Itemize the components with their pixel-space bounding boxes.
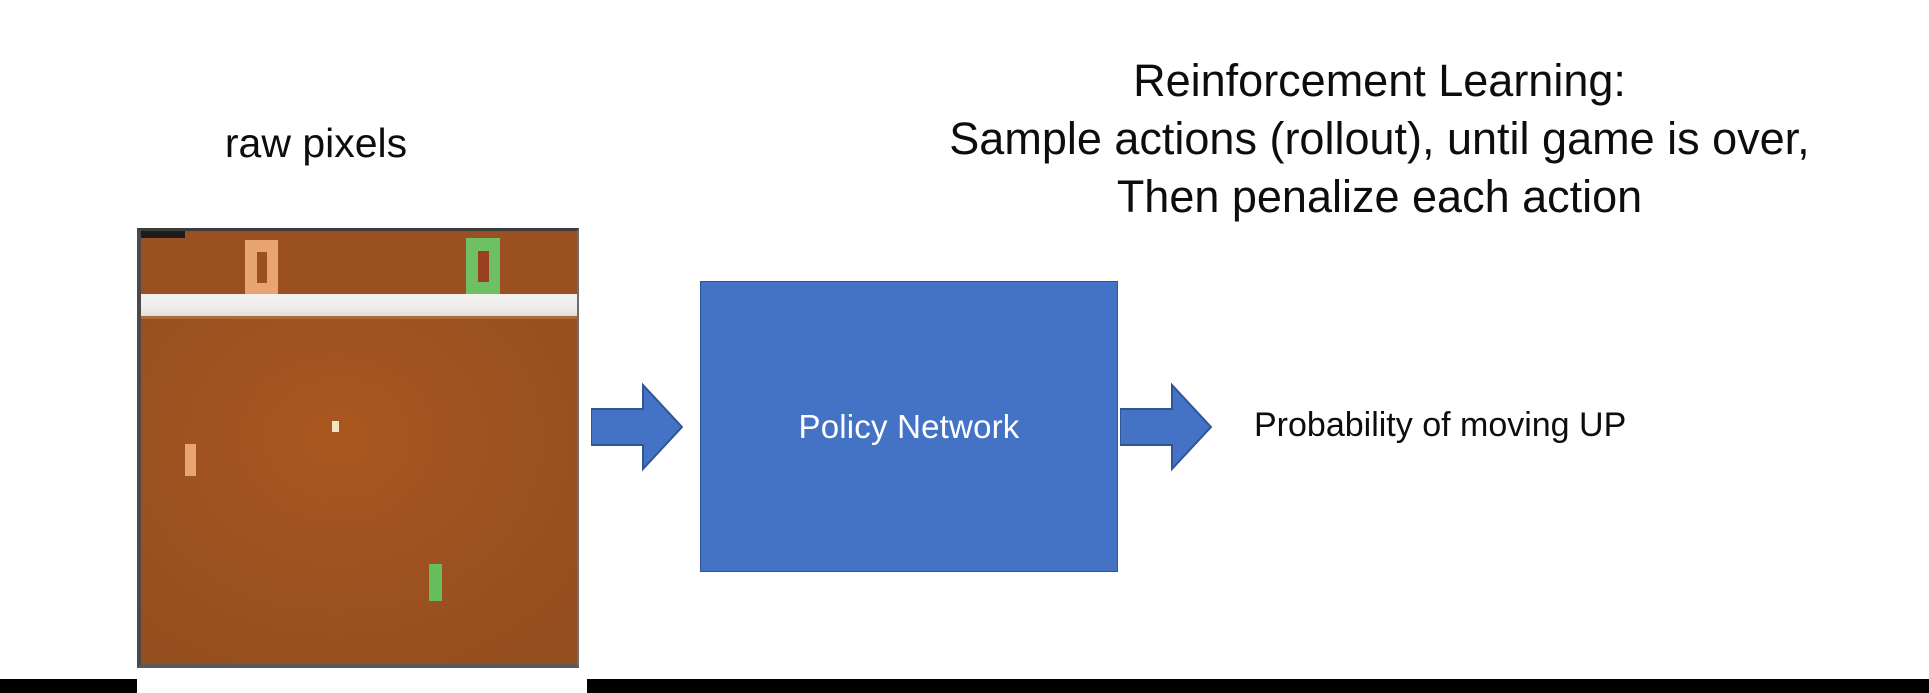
pong-score-left-counter <box>257 252 267 283</box>
pong-score-right-counter <box>478 251 489 282</box>
pong-scoreboard-strip <box>141 231 577 294</box>
pong-score-left <box>245 240 278 294</box>
pong-top-notch <box>141 231 185 238</box>
pong-ball <box>332 421 339 432</box>
policy-network-box[interactable]: Policy Network <box>700 281 1118 572</box>
input-right-arrow-icon <box>591 382 683 472</box>
title-line-3: Then penalize each action <box>1116 171 1643 222</box>
bottom-bar-left <box>0 679 137 693</box>
output-right-arrow-icon <box>1120 382 1212 472</box>
pong-game-screenshot <box>137 228 579 668</box>
pong-divider-shadow <box>141 316 577 319</box>
output-label: Probability of moving UP <box>1254 406 1627 444</box>
pong-score-right <box>466 238 500 294</box>
title-line-2: Sample actions (rollout), until game is … <box>949 113 1810 164</box>
title-line-1: Reinforcement Learning: <box>1133 55 1626 106</box>
policy-network-label: Policy Network <box>798 407 1020 445</box>
slide-title: Reinforcement Learning: Sample actions (… <box>830 52 1929 226</box>
pong-divider-line <box>141 294 577 316</box>
bottom-bar-right <box>587 679 1929 693</box>
raw-pixels-caption: raw pixels <box>224 120 408 166</box>
pong-paddle-right <box>429 564 442 601</box>
pong-paddle-left <box>185 444 196 476</box>
